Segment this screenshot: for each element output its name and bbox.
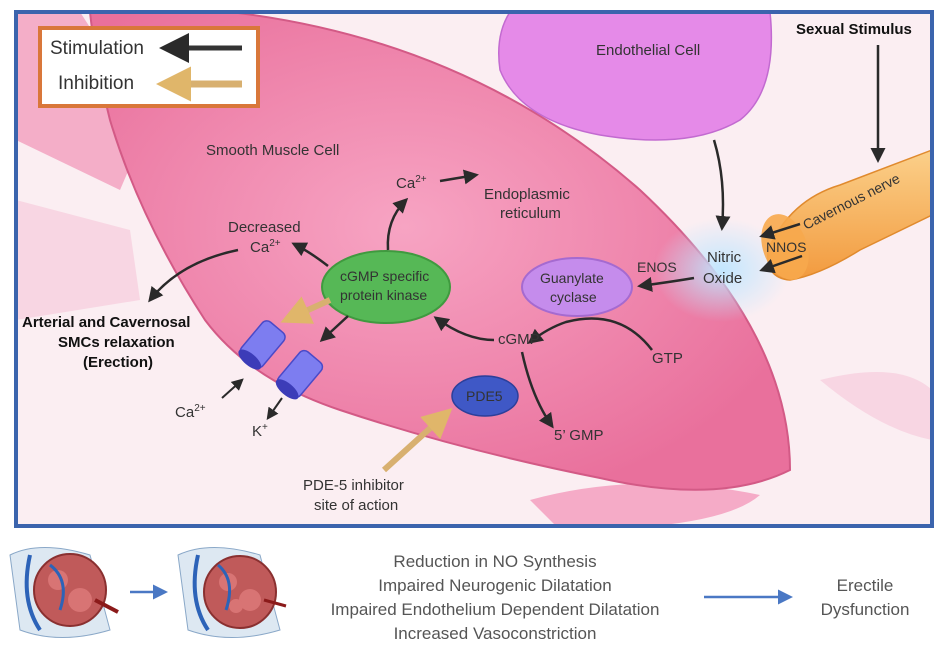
nnos-arrow-2	[759, 254, 803, 274]
impaired-vessel-illustration	[177, 547, 287, 638]
legend: Stimulation Inhibition	[38, 26, 260, 108]
cgmp-label: cGMP	[498, 331, 540, 348]
cause-item: Impaired Neurogenic Dilatation	[378, 576, 612, 595]
endothelial-cell-label: Endothelial Cell	[596, 42, 700, 59]
kinase-label-2: protein kinase	[340, 287, 427, 303]
pde5-label: PDE5	[466, 388, 503, 404]
ca-to-er-arrow	[439, 169, 479, 185]
ca-to-relaxation-arrow	[148, 248, 239, 303]
kinase-to-ca-arrow	[386, 197, 409, 251]
decreased-ca-label: Ca2+	[250, 238, 281, 256]
pde5-inhibitor-arrow	[381, 407, 453, 473]
k-channel	[275, 349, 324, 400]
cause-item: Impaired Endothelium Dependent Dilatatio…	[330, 600, 660, 619]
ca-channel-label: Ca2+	[175, 403, 206, 421]
k-channel-arrow	[266, 397, 283, 420]
endothelial-to-no-arrow	[712, 139, 731, 231]
nitric-oxide-glow	[654, 218, 790, 322]
cause-item: Increased Vasoconstriction	[393, 624, 597, 643]
er-label-2: reticulum	[500, 205, 561, 222]
guanylate-cyclase-node	[521, 257, 633, 317]
protein-kinase-node	[321, 250, 451, 324]
smooth-muscle-cell-label: Smooth Muscle Cell	[206, 142, 339, 159]
diagram-frame	[14, 10, 934, 528]
guanylate-label-2: cyclase	[550, 289, 597, 305]
cause-item: Reduction in NO Synthesis	[393, 552, 597, 571]
diagram-background	[16, 12, 932, 526]
nitric-oxide-label-2: Oxide	[703, 270, 742, 287]
healthy-vessel-illustration	[9, 547, 119, 638]
pde5-node	[451, 375, 519, 417]
legend-stimulation-label: Stimulation	[50, 38, 144, 59]
cgmp-to-kinase-arrow	[433, 316, 495, 342]
kinase-to-decreased-ca-arrow	[291, 242, 329, 267]
nnos-arrow-1	[759, 222, 801, 240]
relaxation-label-1: Arterial and Cavernosal	[22, 314, 190, 331]
er-label-1: Endoplasmic	[484, 186, 570, 203]
decreased-label-1: Decreased	[228, 219, 301, 236]
causes-list: Reduction in NO Synthesis Impaired Neuro…	[290, 550, 700, 646]
ca-channel	[238, 320, 286, 370]
pde5-inhibitor-label-2: site of action	[314, 497, 398, 514]
endothelial-cell-shape	[498, 12, 773, 141]
enos-label: ENOS	[637, 259, 677, 275]
five-gmp-label: 5’ GMP	[554, 427, 603, 444]
gtp-to-cgmp-arrow	[527, 317, 653, 351]
no-to-guanylate-arrow	[637, 276, 695, 292]
ca-channel-arrow	[221, 378, 244, 399]
smooth-muscle-cell-shape	[88, 12, 792, 491]
nnos-label: NNOS	[766, 239, 806, 255]
cgmp-to-5gmp-arrow	[520, 351, 554, 429]
sexual-stimulus-label: Sexual Stimulus	[796, 21, 912, 38]
legend-inhibition-label: Inhibition	[58, 73, 134, 94]
pde5-inhibitor-label-1: PDE-5 inhibitor	[303, 477, 404, 494]
outcome-line-2: Dysfunction	[820, 600, 910, 619]
kinase-to-channel-inhibit-arrow	[280, 296, 332, 324]
guanylate-label-1: Guanylate	[540, 270, 604, 286]
relaxation-label-3: (Erection)	[83, 354, 153, 371]
k-channel-label: K+	[252, 422, 268, 440]
gtp-label: GTP	[652, 350, 683, 367]
relaxation-label-2: SMCs relaxation	[58, 334, 175, 351]
outcome-line-1: Erectile	[836, 576, 894, 595]
ca-top-label: Ca2+	[396, 174, 427, 192]
kinase-to-k-channel-arrow	[319, 315, 349, 343]
outcome-label: Erectile Dysfunction	[800, 574, 930, 622]
kinase-label-1: cGMP specific	[340, 268, 429, 284]
cavernous-nerve-shape	[766, 149, 932, 281]
nitric-oxide-label-1: Nitric	[707, 249, 742, 266]
